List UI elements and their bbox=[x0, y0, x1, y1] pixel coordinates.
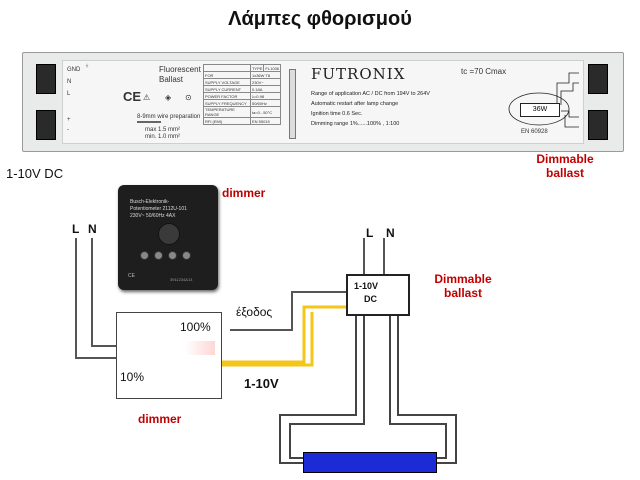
lamp-wattage-box: 36W bbox=[520, 103, 560, 117]
dimmable-ballast-label-top: Dimmable ballast bbox=[522, 152, 608, 180]
input-voltage-label: 1-10V DC bbox=[6, 166, 64, 181]
approval-icon: ◈ bbox=[165, 93, 172, 102]
fluorescent-tube bbox=[303, 452, 437, 473]
wire-strip-graphic bbox=[137, 121, 161, 123]
control-box-dc: DC bbox=[364, 294, 377, 304]
lamp-wiring-schematic bbox=[508, 72, 579, 128]
standard-label: EN 60928 bbox=[521, 129, 548, 135]
dimmer-ce-mark: CE bbox=[128, 273, 135, 279]
wire-dimmer-to-ballast bbox=[230, 291, 348, 331]
mains-n-label-1: N bbox=[88, 222, 97, 236]
wire-n-to-dimmer bbox=[91, 238, 118, 347]
dimmer-screw-2 bbox=[154, 251, 163, 260]
ballast-unit: GND N L + - ⏚ Fluorescent Ballast CE ⚠ ◈… bbox=[22, 52, 624, 152]
mains-l-label-1: L bbox=[72, 222, 80, 236]
ballast-control-box: 1-10V DC bbox=[346, 274, 410, 316]
dimmer-photo-label: dimmer bbox=[222, 186, 266, 200]
term-label-minus: - bbox=[67, 127, 69, 133]
terminal-block-bottom-right bbox=[588, 110, 608, 140]
output-label: έξοδος bbox=[236, 305, 273, 319]
spec-line-2: Automatic restart after lamp change bbox=[311, 101, 399, 107]
dimmer-gradient bbox=[185, 341, 215, 355]
dimmer-screw-1 bbox=[140, 251, 149, 260]
dimmer-schematic-label: dimmer bbox=[138, 412, 182, 426]
dimmer-100-label: 100% bbox=[180, 320, 211, 334]
control-wire-1 bbox=[220, 305, 348, 364]
terminal-block-bottom-left bbox=[36, 110, 56, 140]
wire-max-label: max 1.5 mm² bbox=[145, 127, 181, 133]
dimmer-photo: Busch-Elektronik- Potentiometer 2112U-10… bbox=[118, 185, 218, 290]
spec-row-value: EN 55015 bbox=[249, 117, 282, 125]
ce-mark: CE bbox=[123, 89, 142, 104]
wire-tube-1 bbox=[279, 312, 357, 464]
brand-logo: FUTRONIX bbox=[311, 65, 406, 83]
control-voltage-label: 1-10V bbox=[244, 376, 279, 391]
dimmer-10-label: 10% bbox=[120, 370, 145, 384]
wire-tube-2 bbox=[289, 312, 365, 459]
dimmer-photo-text-3: 230V~ 50/60Hz 4AX bbox=[130, 213, 176, 219]
spec-line-3: Ignition time 0.6 Sec. bbox=[311, 111, 363, 117]
wire-tube-3 bbox=[389, 312, 447, 459]
term-label-n: N bbox=[67, 79, 72, 85]
temperature-rating: tc =70 Cmax bbox=[461, 67, 507, 76]
dimmer-box bbox=[116, 312, 222, 399]
term-label-plus: + bbox=[67, 117, 71, 123]
product-name: Fluorescent bbox=[159, 65, 201, 74]
mains-l-label-2: L bbox=[366, 226, 374, 240]
dimmer-screw-3 bbox=[168, 251, 177, 260]
terminal-block-top-right bbox=[588, 64, 608, 94]
lamp-tube-graphic bbox=[289, 69, 296, 139]
spec-line-4: Dimming range 1%......100% , 1:100 bbox=[311, 121, 400, 127]
eco-icon: ⊙ bbox=[185, 93, 192, 102]
wire-l-to-dimmer bbox=[75, 238, 118, 359]
product-name-2: Ballast bbox=[159, 75, 184, 84]
mains-n-label-2: N bbox=[386, 226, 395, 240]
wire-prep-label: 8-9mm wire preparation bbox=[137, 114, 201, 120]
term-label-gnd: GND bbox=[67, 67, 81, 73]
dimmer-photo-text-1: Busch-Elektronik- bbox=[130, 199, 170, 205]
page-title: Λάμπες φθορισμού bbox=[228, 8, 412, 30]
dimmable-ballast-word-1: Dimmable bbox=[536, 152, 594, 166]
earth-symbol: ⏚ bbox=[85, 63, 89, 68]
dimmable-ballast-word-2b: ballast bbox=[443, 286, 482, 300]
dimmable-ballast-label-bottom: Dimmable ballast bbox=[424, 272, 502, 300]
control-wire-2 bbox=[220, 312, 314, 367]
wire-min-label: min. 1.0 mm² bbox=[145, 134, 181, 140]
warning-icon: ⚠ bbox=[143, 93, 151, 102]
dimmer-code: 3911234A13 bbox=[170, 277, 193, 282]
dimmer-photo-text-2: Potentiometer 2112U-101 bbox=[130, 206, 187, 212]
wire-tube-4 bbox=[397, 312, 457, 464]
dimmable-ballast-word-1b: Dimmable bbox=[434, 272, 492, 286]
ballast-label-panel: GND N L + - ⏚ Fluorescent Ballast CE ⚠ ◈… bbox=[62, 60, 584, 144]
terminal-block-top-left bbox=[36, 64, 56, 94]
term-label-l: L bbox=[67, 91, 71, 97]
dimmable-ballast-word-2: ballast bbox=[545, 166, 584, 180]
spec-line-1: Range of application AC / DC from 194V t… bbox=[311, 91, 430, 97]
dimmer-knob bbox=[158, 223, 180, 245]
control-box-voltage: 1-10V bbox=[354, 281, 379, 291]
dimmer-screw-4 bbox=[182, 251, 191, 260]
